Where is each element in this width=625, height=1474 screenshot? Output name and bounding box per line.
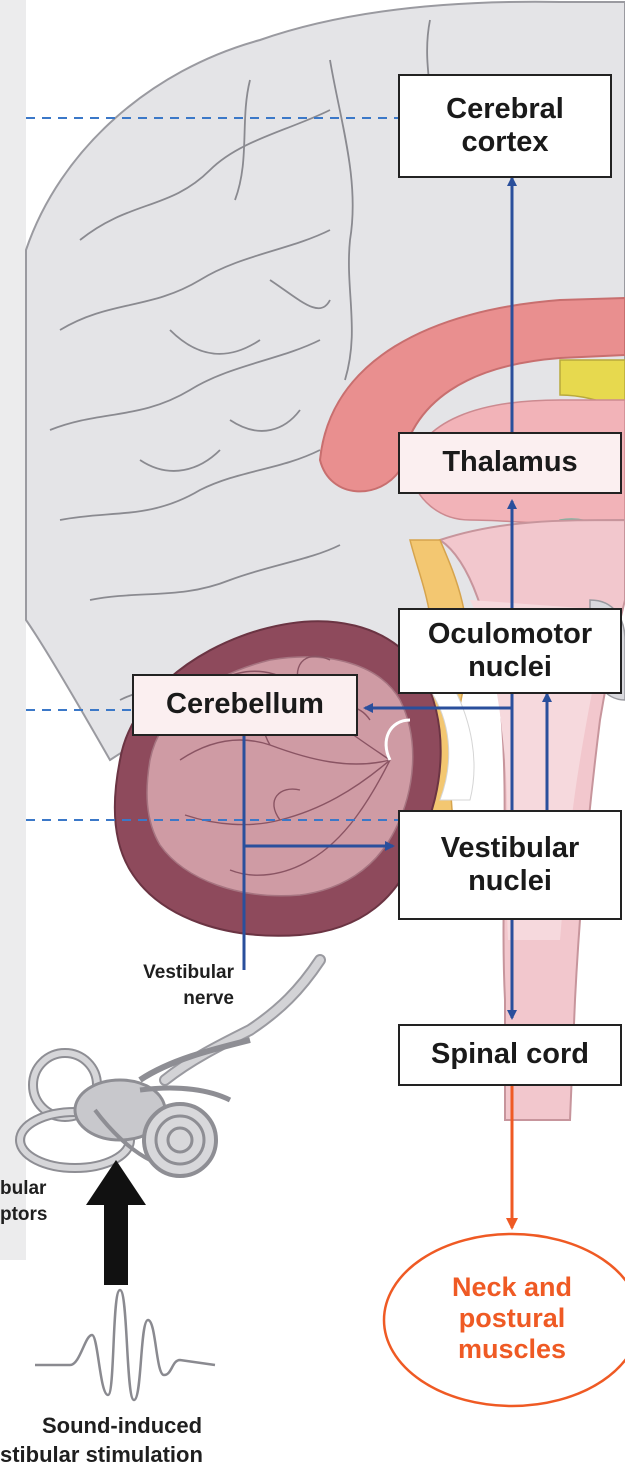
vestibular-nerve-label: Vestibular nerve xyxy=(100,960,234,1011)
receptors-label: bular ptors xyxy=(0,1176,70,1227)
sound-induced-label: Sound-induced stibular stimulation xyxy=(0,1412,244,1469)
cerebral-cortex-line2: cortex xyxy=(446,126,564,159)
vestibular-nerve-line2: nerve xyxy=(100,986,234,1012)
receptors-line1: bular xyxy=(0,1176,70,1202)
muscles-line1: Neck and xyxy=(394,1272,625,1303)
oculomotor-line2: nuclei xyxy=(428,651,592,684)
left-margin-strip xyxy=(0,0,26,1260)
sound-induced-line2: stibular stimulation xyxy=(0,1441,244,1470)
neck-postural-muscles-label: Neck and postural muscles xyxy=(394,1272,625,1365)
cerebellum-box: Cerebellum xyxy=(132,674,358,736)
spinal-cord-box: Spinal cord xyxy=(398,1024,622,1086)
oculomotor-line1: Oculomotor xyxy=(428,618,592,651)
cerebral-cortex-box: Cerebral cortex xyxy=(398,74,612,178)
stimulus-arrow xyxy=(86,1160,146,1285)
cerebral-cortex-line1: Cerebral xyxy=(446,93,564,126)
receptors-line2: ptors xyxy=(0,1202,70,1228)
sound-induced-line1: Sound-induced xyxy=(0,1412,244,1441)
vestibular-nerve-line1: Vestibular xyxy=(100,960,234,986)
muscles-line3: muscles xyxy=(394,1334,625,1365)
cerebellum-label: Cerebellum xyxy=(166,688,324,721)
vestibular-nuclei-line1: Vestibular xyxy=(441,832,580,865)
spinal-cord-label: Spinal cord xyxy=(431,1038,589,1071)
thalamus-box: Thalamus xyxy=(398,432,622,494)
vestibular-nuclei-box: Vestibular nuclei xyxy=(398,810,622,920)
oculomotor-nuclei-box: Oculomotor nuclei xyxy=(398,608,622,694)
muscles-line2: postural xyxy=(394,1303,625,1334)
thalamus-label: Thalamus xyxy=(442,446,577,479)
sound-wave xyxy=(35,1290,215,1400)
vestibular-nuclei-line2: nuclei xyxy=(441,865,580,898)
